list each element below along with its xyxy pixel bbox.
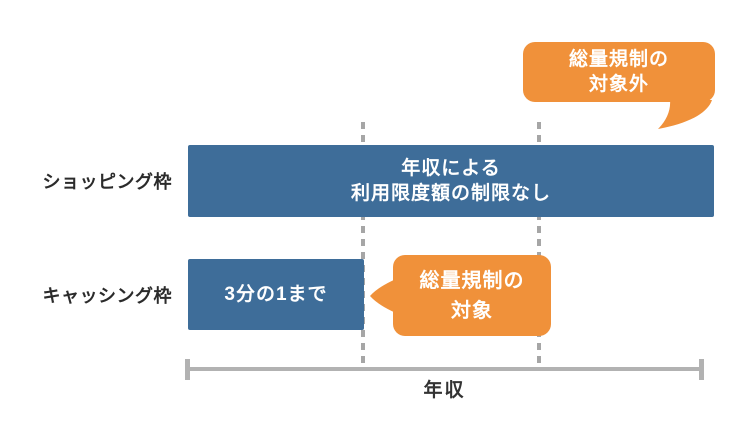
axis-right-end-cap bbox=[699, 359, 704, 380]
cashing-limit-bar: 3分の1まで bbox=[188, 259, 364, 330]
regulation-exempt-callout: 総量規制の 対象外 bbox=[523, 42, 715, 102]
cashing-bar-text: 3分の1まで bbox=[224, 284, 328, 305]
cashing-row-label-text: キャッシング枠 bbox=[42, 285, 172, 306]
shopping-row-label-text: ショッピング枠 bbox=[42, 172, 172, 192]
second-dashed-guide-line bbox=[537, 122, 541, 368]
callout-tail-left-icon bbox=[370, 279, 396, 313]
shopping-row-label: ショッピング枠 bbox=[0, 145, 172, 217]
shopping-limit-bar: 年収による 利用限度額の制限なし bbox=[188, 145, 714, 217]
axis-left-end-cap bbox=[185, 359, 190, 380]
shopping-bar-text-line1: 年収による bbox=[401, 158, 501, 179]
one-third-dashed-guide-line bbox=[361, 122, 365, 368]
cashing-row-label: キャッシング枠 bbox=[0, 259, 172, 330]
regulation-subject-callout-line2: 対象 bbox=[451, 299, 493, 322]
regulation-exempt-callout-line1: 総量規制の bbox=[568, 49, 669, 70]
callout-tail-down-icon bbox=[658, 100, 712, 129]
annual-income-axis-label-text: 年収 bbox=[423, 380, 466, 401]
regulation-exempt-callout-line2: 対象外 bbox=[588, 74, 649, 95]
annual-income-axis-label: 年収 bbox=[185, 375, 704, 402]
regulation-subject-callout: 総量規制の 対象 bbox=[393, 255, 551, 336]
annual-income-axis-line bbox=[185, 367, 704, 371]
regulation-subject-callout-line1: 総量規制の bbox=[419, 269, 525, 292]
shopping-bar-text-line2: 利用限度額の制限なし bbox=[350, 183, 551, 204]
